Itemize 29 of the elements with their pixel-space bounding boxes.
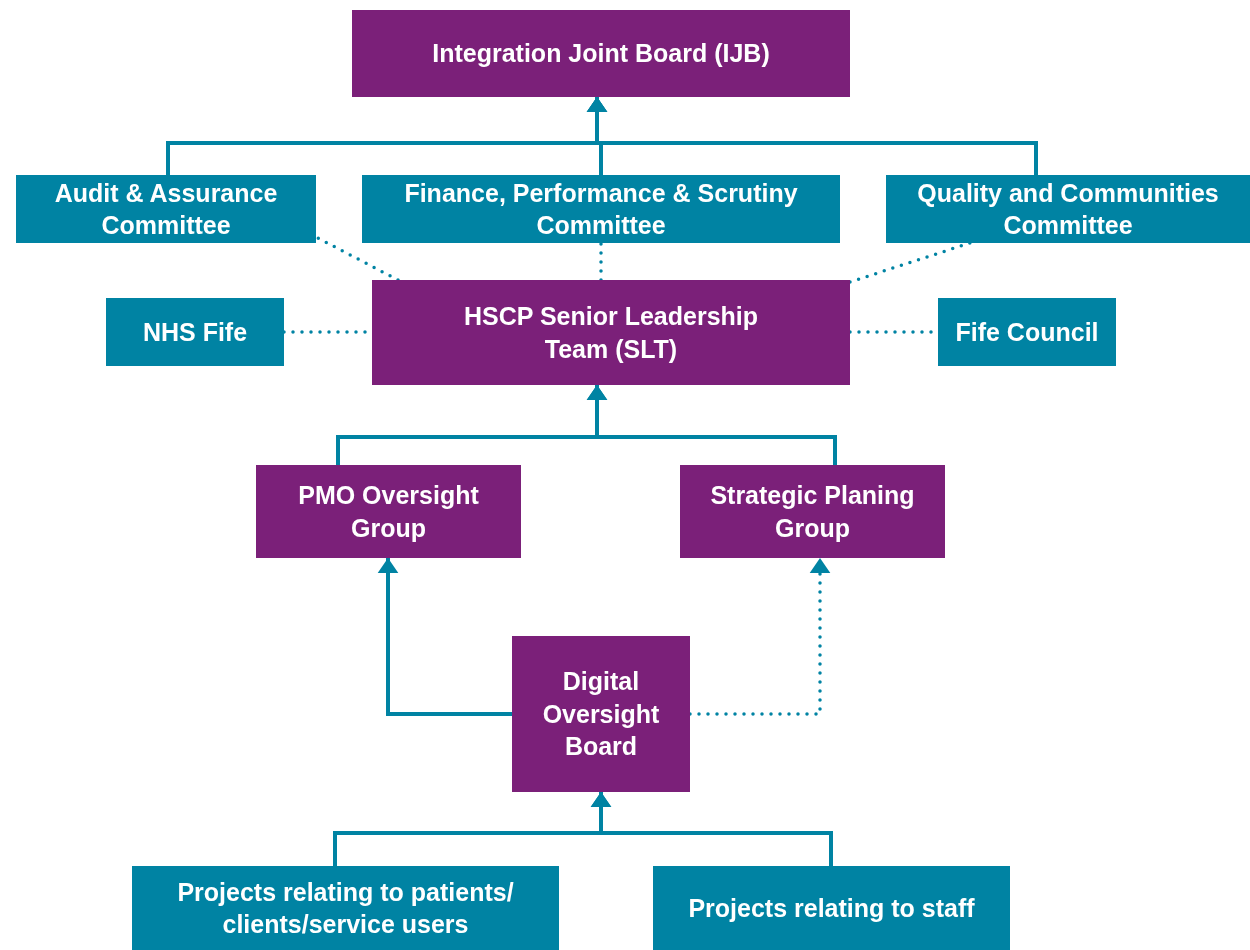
arrow (586, 385, 837, 465)
node-label: Strategic Planing Group (709, 480, 916, 544)
committee-box (362, 175, 840, 243)
node-label: NHS Fife (142, 316, 248, 348)
committee-box (16, 175, 316, 243)
node-label: Projects relating to patients/ clients/service users (176, 876, 515, 940)
node-label: Quality and Communities Committee (916, 177, 1220, 241)
node-label: Fife Council (955, 316, 1099, 348)
committee-box (132, 866, 559, 950)
node-label: PMO Oversight Group (297, 480, 480, 544)
node-label: Projects relating to staff (688, 892, 975, 924)
node-label: HSCP Senior Leadership Team (SLT) (462, 301, 760, 365)
committee-box (106, 298, 284, 366)
arrow (377, 558, 512, 716)
board-box (680, 465, 945, 558)
dotted-connector (599, 241, 603, 282)
arrow (590, 792, 833, 866)
arrow (586, 97, 1038, 175)
board-box (372, 280, 850, 385)
committee-box (886, 175, 1250, 243)
node-label: Finance, Performance & Scrutiny Committee (403, 177, 799, 241)
node-label: Integration Joint Board (IJB) (432, 38, 770, 70)
board-box (256, 465, 521, 558)
node-label: Digital Oversight Board (541, 666, 661, 763)
committee-box (653, 866, 1010, 950)
node-label: Audit & Assurance Committee (53, 177, 279, 241)
board-box (512, 636, 690, 792)
board-box (352, 10, 850, 97)
committee-box (938, 298, 1116, 366)
